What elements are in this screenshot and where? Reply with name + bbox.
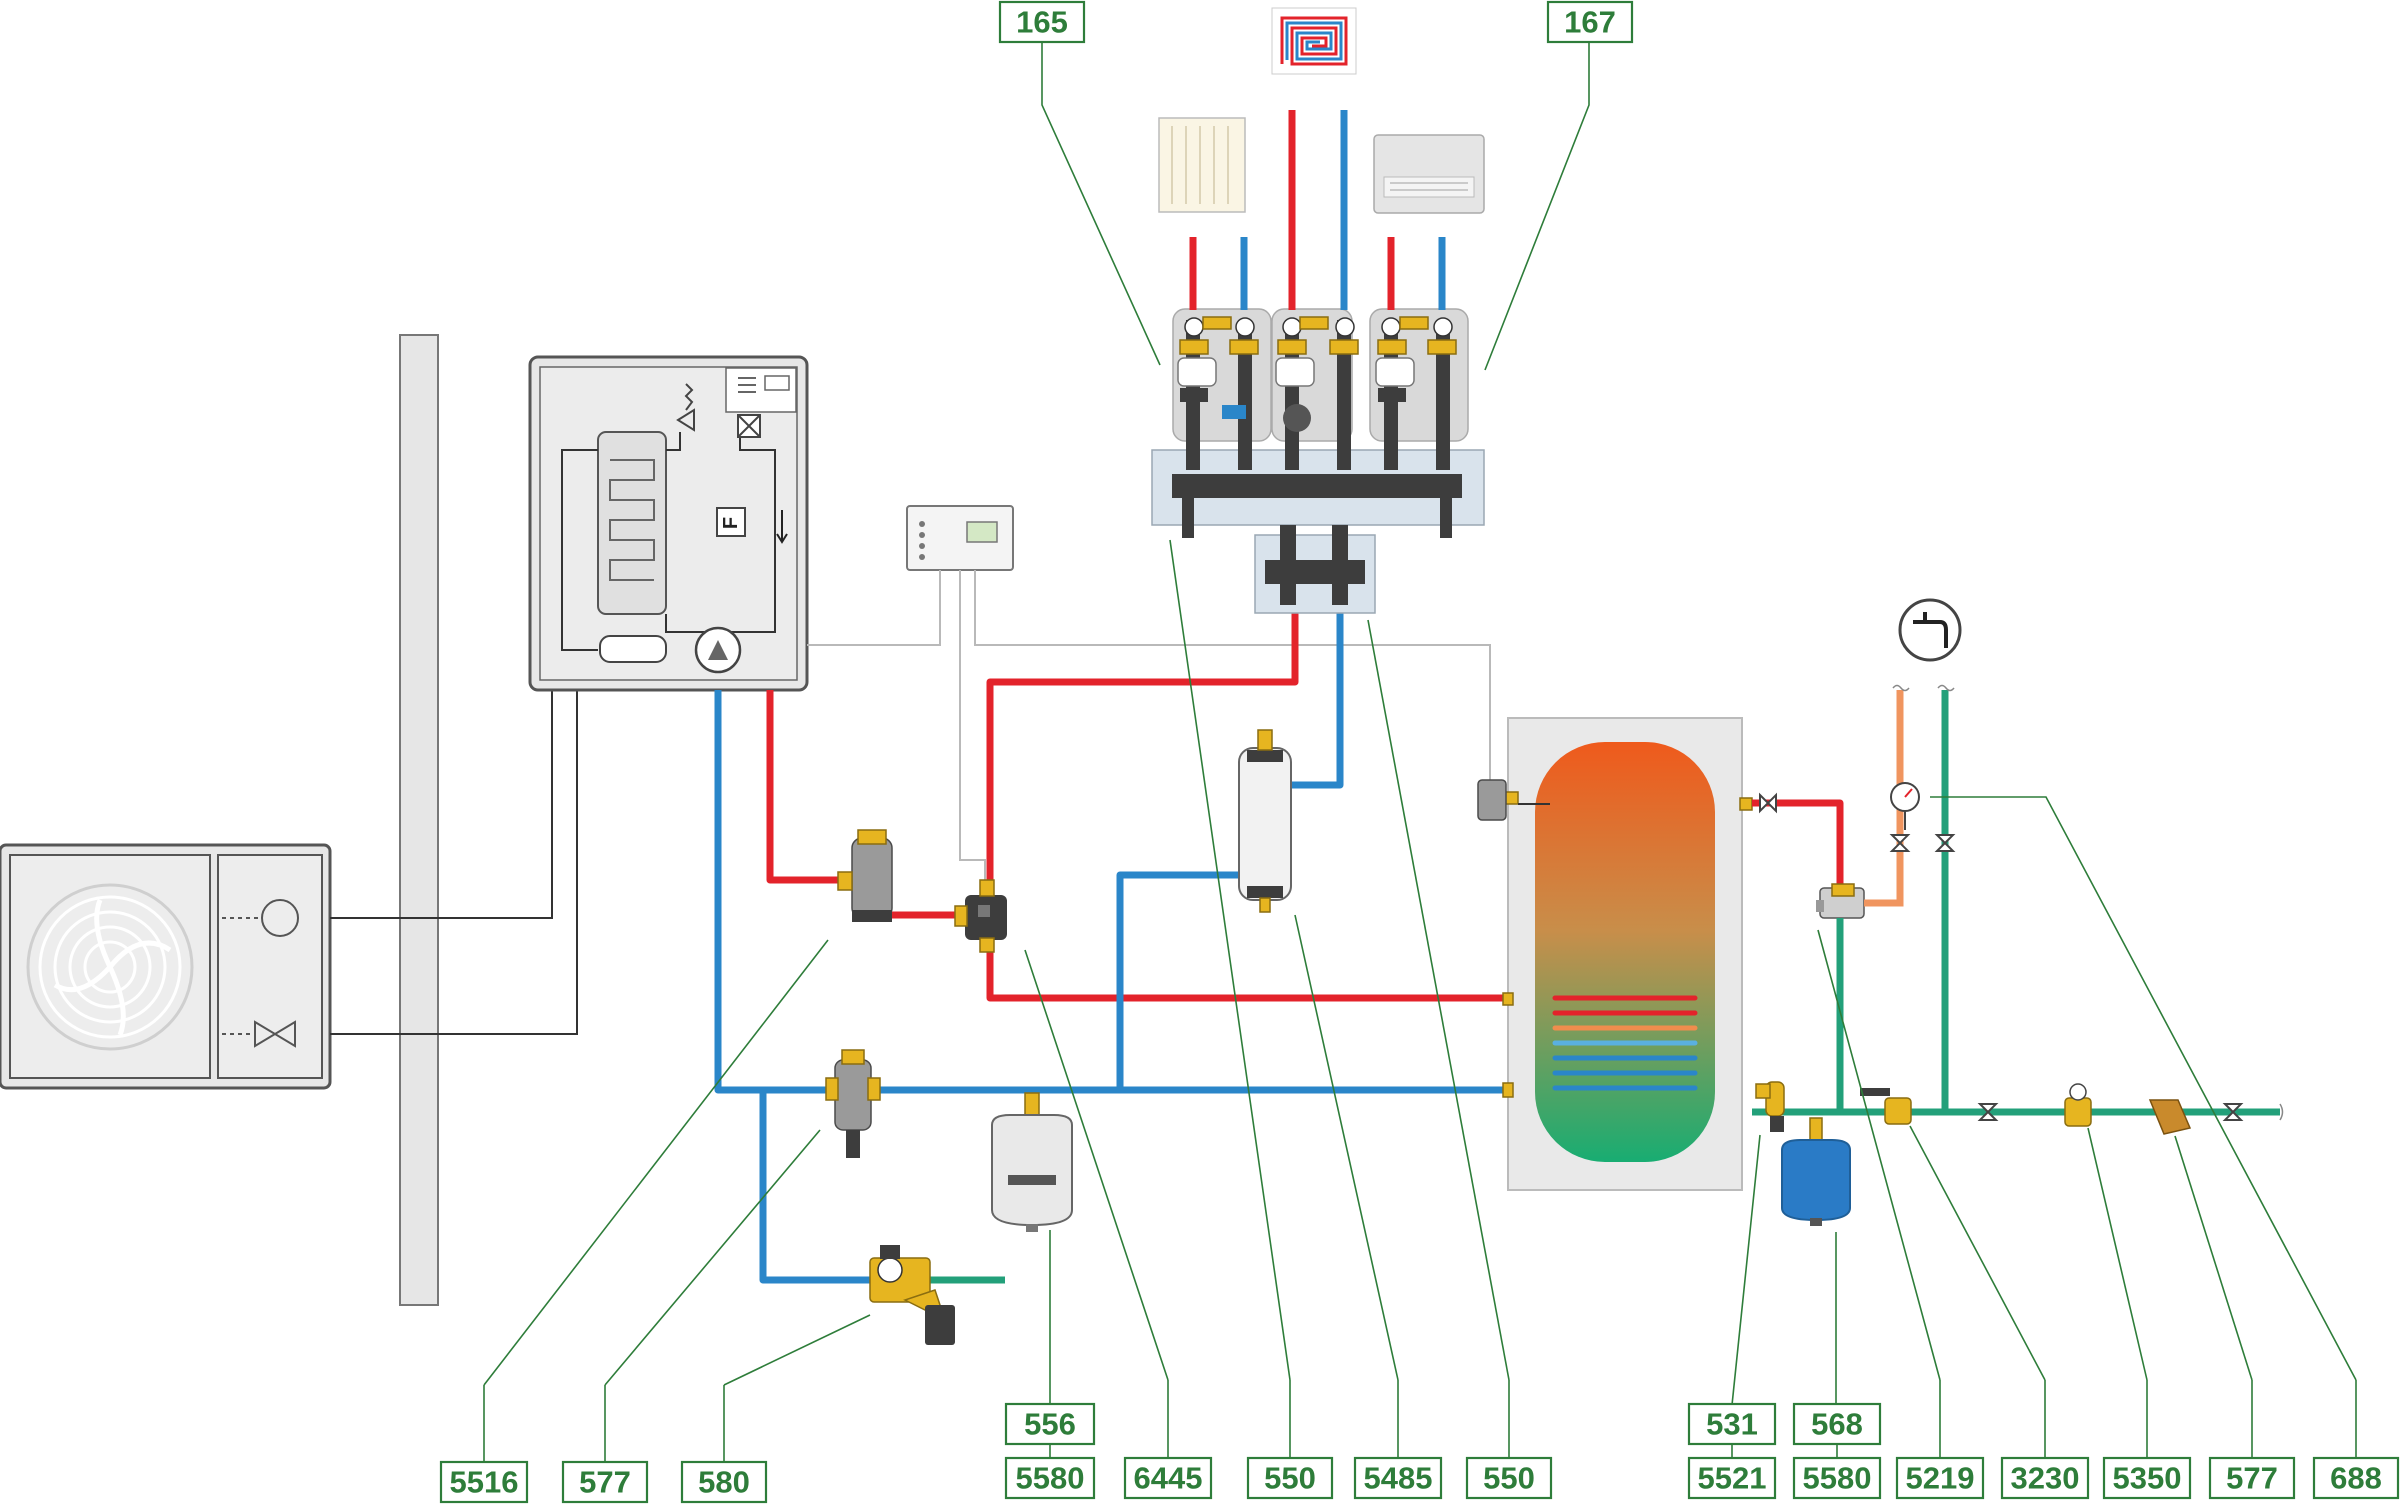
outdoor-unit xyxy=(0,843,332,1090)
return-pipe-main xyxy=(714,690,1510,1094)
svg-text:5350: 5350 xyxy=(2113,1461,2182,1496)
buffer-tank-mini xyxy=(599,635,667,663)
leader-lines xyxy=(483,40,2357,1406)
pump-station-1 xyxy=(1172,308,1272,470)
radiator xyxy=(1158,117,1246,213)
label-688: 688 xyxy=(2312,1456,2400,1500)
manifold xyxy=(1151,449,1485,614)
heat-exchanger xyxy=(597,431,667,615)
flow-switch-letter: F xyxy=(720,517,742,529)
part-labels: 165 167 5516 577 580 556 5580 6445 xyxy=(439,0,2400,1504)
tap-icon xyxy=(1898,598,1962,662)
label-5516: 5516 xyxy=(439,1460,529,1504)
return-pipe-top xyxy=(1290,610,1344,789)
underfloor-heating xyxy=(1271,7,1357,75)
expansion-vessel xyxy=(991,1092,1073,1232)
label-5485: 5485 xyxy=(1353,1456,1443,1500)
dhw-storage-tank xyxy=(1477,717,1753,1191)
magnetic-filter xyxy=(825,1049,881,1158)
svg-text:5219: 5219 xyxy=(1906,1461,1975,1496)
label-5521: 5521 xyxy=(1687,1456,1777,1500)
svg-text:5580: 5580 xyxy=(1016,1461,1085,1496)
flow-pipe-coil xyxy=(986,945,1510,1002)
wall xyxy=(399,334,439,1306)
heating-coil xyxy=(1552,995,1698,1091)
svg-text:577: 577 xyxy=(2226,1461,2278,1496)
flow-pipe-3 xyxy=(986,610,1299,880)
controller xyxy=(906,505,1014,571)
svg-text:3230: 3230 xyxy=(2011,1461,2080,1496)
svg-text:568: 568 xyxy=(1811,1407,1863,1442)
label-5580-dhw: 5580 xyxy=(1792,1456,1882,1500)
label-6445: 6445 xyxy=(1123,1456,1213,1500)
label-3230: 3230 xyxy=(2000,1456,2090,1500)
pump-station-2 xyxy=(1271,308,1359,470)
label-550-manifold: 550 xyxy=(1246,1456,1334,1500)
svg-text:167: 167 xyxy=(1564,5,1616,40)
svg-text:6445: 6445 xyxy=(1134,1461,1203,1496)
refrigerant-line-1 xyxy=(330,690,553,919)
three-way-valve xyxy=(954,879,1007,953)
svg-text:577: 577 xyxy=(579,1465,631,1500)
safety-group-dhw xyxy=(1755,1081,1785,1132)
y-strainer xyxy=(2148,1099,2192,1135)
svg-text:550: 550 xyxy=(1264,1461,1316,1496)
svg-text:5580: 5580 xyxy=(1803,1461,1872,1496)
indoor-unit: F xyxy=(528,355,809,692)
pump-station-3 xyxy=(1369,308,1469,470)
hydraulic-separator xyxy=(1238,729,1292,913)
label-stubs xyxy=(483,1380,2357,1462)
label-5580-heating: 5580 xyxy=(1004,1456,1096,1500)
svg-text:550: 550 xyxy=(1483,1461,1535,1496)
filling-unit xyxy=(869,1245,955,1345)
return-pipe-fill xyxy=(759,1090,870,1284)
svg-text:580: 580 xyxy=(698,1465,750,1500)
label-568: 568 xyxy=(1792,1402,1882,1446)
svg-text:165: 165 xyxy=(1016,5,1068,40)
outdoor-compressor-icon xyxy=(261,899,299,937)
check-valve-3230 xyxy=(1860,1088,1912,1125)
svg-text:5516: 5516 xyxy=(450,1465,519,1500)
label-580: 580 xyxy=(680,1460,768,1504)
dhw-expansion-vessel xyxy=(1781,1117,1851,1226)
svg-text:531: 531 xyxy=(1706,1407,1758,1442)
label-167: 167 xyxy=(1546,0,1634,44)
label-577-heating: 577 xyxy=(561,1460,649,1504)
svg-text:5521: 5521 xyxy=(1698,1461,1767,1496)
label-531: 531 xyxy=(1687,1402,1777,1446)
refrigerant-line-2 xyxy=(330,690,578,1035)
dirt-separator xyxy=(837,829,893,922)
label-5219: 5219 xyxy=(1895,1456,1985,1500)
label-556: 556 xyxy=(1004,1402,1096,1446)
svg-text:556: 556 xyxy=(1024,1407,1076,1442)
pressure-reducer xyxy=(2064,1083,2092,1127)
safety-valve-icon xyxy=(676,408,695,432)
label-577-dhw: 577 xyxy=(2208,1456,2296,1500)
return-pipe-separator xyxy=(1116,871,1245,1090)
svg-text:5485: 5485 xyxy=(1364,1461,1433,1496)
fan-coil xyxy=(1373,134,1485,214)
thermostatic-mixer xyxy=(1816,883,1865,919)
thermometer xyxy=(1890,782,1920,830)
svg-text:688: 688 xyxy=(2330,1461,2382,1496)
label-5350: 5350 xyxy=(2102,1456,2192,1500)
fan-icon xyxy=(26,883,194,1051)
flow-switch-icon xyxy=(716,507,746,537)
label-550-separator: 550 xyxy=(1465,1456,1553,1500)
flow-pipe-1 xyxy=(766,690,858,884)
label-165: 165 xyxy=(998,0,1086,44)
